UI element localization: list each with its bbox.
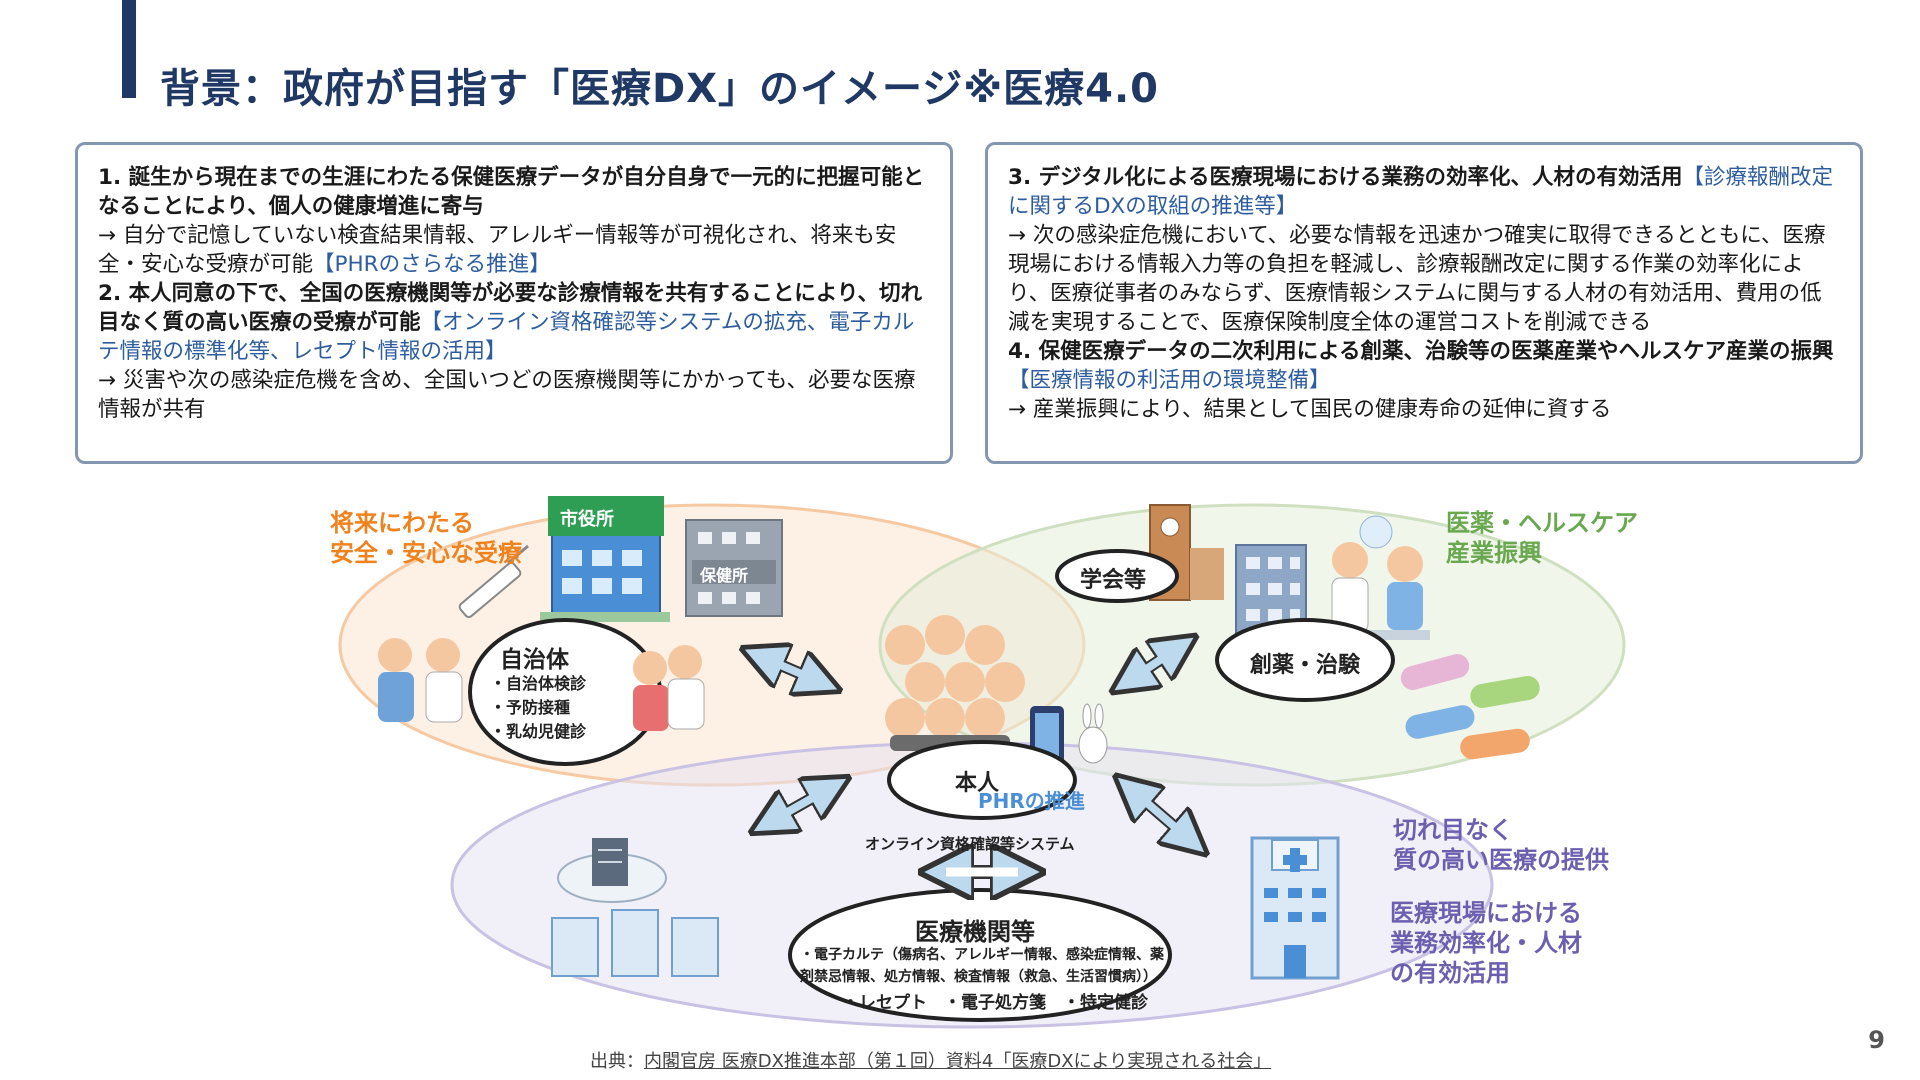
green-label-1: 医薬・ヘルスケア	[1446, 509, 1638, 537]
item2-detail: → 災害や次の感染症危機を含め、全国いつどの医療機関等にかかっても、必要な医療情…	[98, 368, 916, 422]
city-office-sign: 市役所	[560, 509, 614, 530]
item4-heading: 4. 保健医療データの二次利用による創薬、治験等の医薬産業やヘルスケア産業の振興…	[1008, 337, 1842, 395]
source-link[interactable]: 内閣官房 医療DX推進本部（第１回）資料4「医療DXにより実現される社会」	[644, 1051, 1272, 1072]
item2-heading: 2. 本人同意の下で、全国の医療機関等が必要な診療情報を共有することにより、切れ…	[98, 279, 932, 366]
rabbit-mascot-icon	[1078, 703, 1108, 764]
city-office-building-icon	[540, 496, 670, 622]
capsules-icon	[1400, 654, 1540, 760]
phr-label: PHRの推進	[978, 789, 1085, 813]
academic-ellipse	[1055, 549, 1179, 603]
drug-discovery-ellipse	[1215, 618, 1395, 702]
item4-detail: → 産業振興により、結果として国民の健康寿命の延伸に資する	[1008, 397, 1612, 422]
small-hospitals-icon	[551, 909, 719, 977]
purple-label-5: の有効活用	[1390, 959, 1510, 987]
health-center-sign: 保健所	[700, 566, 749, 585]
source-prefix: 出典：	[590, 1051, 644, 1072]
source-citation: 出典：内閣官房 医療DX推進本部（第１回）資料4「医療DXにより実現される社会」	[590, 1047, 1271, 1073]
purple-label-3: 医療現場における	[1390, 899, 1582, 927]
person-ellipse	[887, 740, 1077, 820]
municipality-item-3: ・乳幼児健診	[490, 722, 587, 741]
clinic-people-icon	[378, 638, 705, 731]
item1-link[interactable]: 【PHRのさらなる推進】	[313, 252, 551, 277]
medical-line-1: ・電子カルテ（傷病名、アレルギー情報、感染症情報、薬	[800, 947, 1164, 963]
green-label-2: 産業振興	[1446, 539, 1542, 567]
item1-heading: 1. 誕生から現在までの生涯にわたる保健医療データが自分自身で一元的に把握可能と…	[98, 165, 925, 219]
item4-link[interactable]: 【医療情報の利活用の環境整備】	[1008, 368, 1331, 393]
purple-label-1: 切れ目なく	[1393, 816, 1513, 844]
orange-label-1: 将来にわたる	[330, 509, 474, 537]
cloud-server-icon	[557, 838, 667, 903]
purple-label-2: 質の高い医療の提供	[1393, 846, 1609, 874]
right-info-box: 3. デジタル化による医療現場における業務の効率化、人材の有効活用【診療報酬改定…	[985, 142, 1863, 464]
drug-discovery-label: 創薬・治験	[1250, 653, 1361, 678]
large-hospital-icon	[1250, 836, 1340, 980]
academic-label: 学会等	[1080, 568, 1147, 593]
item2-heading-text: 2. 本人同意の下で、全国の医療機関等が必要な診療情報を共有することにより、切れ…	[98, 281, 922, 335]
item3-heading-text: 3. デジタル化による医療現場における業務の効率化、人材の有効活用	[1008, 165, 1683, 190]
page-number: 9	[1868, 1026, 1885, 1054]
municipality-item-2: ・予防接種	[490, 698, 571, 717]
medical-line-2: 剤禁忌情報、処方情報、検査情報（救急、生活習慣病））	[800, 969, 1157, 985]
slide-title: 背景：政府が目指す「医療DX」のイメージ※医療4.0	[160, 66, 1159, 112]
online-system-label: オンライン資格確認等システム	[865, 835, 1075, 853]
item1-detail: → 自分で記憶していない検査結果情報、アレルギー情報等が可視化され、将来も安全・…	[98, 221, 932, 279]
item3-link[interactable]: 【診療報酬改定に関するDXの取組の推進等】	[1008, 165, 1834, 219]
item2-link[interactable]: 【オンライン資格確認等システムの拡充、電子カルテ情報の標準化等、レセプト情報の活…	[98, 310, 915, 364]
title-accent-bar	[122, 0, 136, 98]
left-info-box: 1. 誕生から現在までの生涯にわたる保健医療データが自分自身で一元的に把握可能と…	[75, 142, 953, 464]
crowd-people-icon	[885, 615, 1025, 751]
syringe-icon	[458, 544, 529, 618]
medical-line-3: ・レセプト ・電子処方箋 ・特定健診	[842, 993, 1148, 1013]
health-center-building-icon	[685, 519, 783, 617]
item1-detail-text: → 自分で記憶していない検査結果情報、アレルギー情報等が可視化され、将来も安全・…	[98, 223, 897, 277]
item4-heading-text: 4. 保健医療データの二次利用による創薬、治験等の医薬産業やヘルスケア産業の振興	[1008, 339, 1834, 364]
item3-detail: → 次の感染症危機において、必要な情報を迅速かつ確実に取得できるとともに、医療現…	[1008, 223, 1826, 335]
municipality-item-1: ・自治体検診	[490, 674, 587, 693]
orange-label-2: 安全・安心な受療	[330, 539, 522, 567]
purple-label-4: 業務効率化・人材	[1390, 929, 1582, 957]
medical-institutions-title: 医療機関等	[915, 918, 1035, 946]
person-label: 本人	[955, 771, 1000, 796]
municipality-title: 自治体	[500, 647, 569, 673]
item3-heading: 3. デジタル化による医療現場における業務の効率化、人材の有効活用【診療報酬改定…	[1008, 163, 1842, 221]
